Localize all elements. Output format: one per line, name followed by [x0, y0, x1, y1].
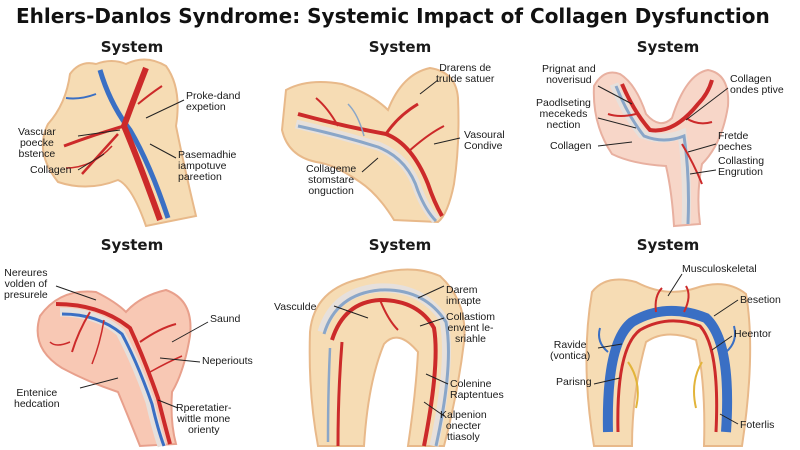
- panel-5-heading: System: [368, 236, 432, 254]
- panel-4-label-1: Nereures volden of presurele: [4, 267, 48, 301]
- vascular-illustration-1: [41, 58, 198, 228]
- panel-2-heading: System: [368, 38, 432, 56]
- panel-2-label-3: Collageme stomstare onguction: [306, 163, 357, 197]
- panel-5: System Vasculde Darem imrapte Collastiom…: [268, 232, 532, 450]
- panel-3-label-1: Prignat and noverisud: [542, 63, 596, 86]
- vascular-illustration-4: [36, 285, 209, 448]
- panel-3-heading: System: [636, 38, 700, 56]
- vascular-illustration-2: [280, 66, 461, 224]
- panel-1: System Proke-dand expetion Vascuar poeck…: [0, 34, 264, 252]
- page-title: Ehlers-Danlos Syndrome: Systemic Impact …: [16, 4, 770, 28]
- vascular-illustration-3: [592, 68, 730, 228]
- panel-4: System Nereures volden of presurele Saun…: [0, 232, 264, 450]
- panel-3-label-4: Collagen ondes ptive: [730, 73, 784, 96]
- panel-4-label-5: Rperetatier- wittle mone orienty: [176, 402, 232, 436]
- panel-6: System Musculoskeletal Besetion Ravide (…: [536, 232, 800, 450]
- panel-1-label-4: Pasemadhie iampotuve pareetion: [178, 149, 237, 183]
- panel-6-label-4: Heentor: [734, 328, 772, 340]
- panel-6-label-5: Parisng: [556, 376, 592, 388]
- panel-4-label-4: Entenice hedcation: [14, 387, 60, 410]
- panel-4-label-3: Neperiouts: [202, 355, 253, 367]
- panel-1-label-1: Proke-dand expetion: [186, 90, 241, 113]
- vascular-illustration-6: [585, 273, 752, 447]
- panel-1-label-2: Vascuar poecke bstence: [18, 126, 56, 160]
- panel-4-heading: System: [100, 236, 164, 254]
- panel-5-label-3: Collastiom envent le- sriahle: [446, 311, 496, 345]
- panel-5-label-1: Vasculde: [274, 301, 317, 313]
- panel-3-label-3: Collagen: [550, 140, 592, 152]
- vascular-illustration-5: [308, 268, 466, 447]
- panel-6-label-2: Besetion: [740, 294, 781, 306]
- panel-2-label-2: Vasoural Condive: [464, 129, 505, 152]
- panel-6-label-1: Musculoskeletal: [682, 263, 757, 275]
- panel-5-label-2: Darem imrapte: [446, 284, 482, 307]
- panel-6-label-6: Foterlis: [740, 419, 775, 431]
- panel-1-heading: System: [100, 38, 164, 56]
- panel-6-heading: System: [636, 236, 700, 254]
- panel-6-label-3: Ravide (vontica): [550, 339, 591, 362]
- panel-5-label-5: Kalpenion onecter ttiasoly: [440, 409, 487, 443]
- panel-3-label-5: Fretde peches: [718, 130, 752, 153]
- panel-2: System Drarens de trulde satuer Vasoural…: [268, 34, 532, 252]
- panel-1-label-3: Collagen: [30, 164, 72, 176]
- panel-5-label-4: Colenine Raptentues: [450, 378, 504, 401]
- panel-3-label-6: Collasting Engrution: [718, 155, 765, 178]
- panel-3-label-2: Paodlseting mecekeds nection: [536, 97, 591, 131]
- panel-4-label-2: Saund: [210, 313, 241, 325]
- panel-3: System Prignat and noverisud Paodlseting…: [536, 34, 800, 252]
- panel-2-label-1: Drarens de trulde satuer: [436, 62, 495, 85]
